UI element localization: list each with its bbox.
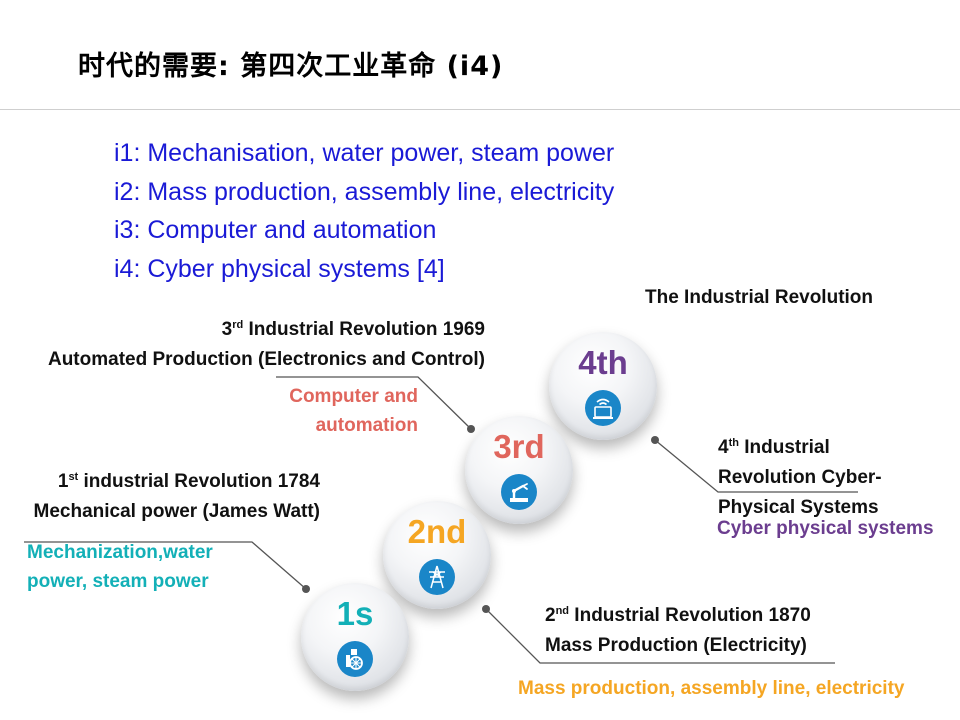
rev3-tag: Computer and automation — [289, 382, 418, 440]
rev1-tag-line1: Mechanization,water — [27, 542, 213, 563]
ball-1st-label: 1s — [336, 595, 374, 632]
ball-2nd: 2nd — [383, 501, 491, 609]
rev2-subheading: Mass Production (Electricity) — [545, 635, 807, 656]
rev3-tag-line2: automation — [315, 415, 418, 436]
bullet-item-i4: i4: Cyber physical systems [4] — [114, 254, 445, 283]
rev1-subheading: Mechanical power (James Watt) — [33, 501, 320, 522]
bullet-item-i2: i2: Mass production, assembly line, elec… — [114, 177, 615, 206]
connector-4th — [654, 439, 858, 493]
ball-4th-label: 4th — [578, 344, 628, 381]
rev4-heading: 4th Industrial — [718, 437, 830, 458]
rev2-tag: Mass production, assembly line, electric… — [518, 678, 905, 699]
rev2-label: 2nd Industrial Revolution 1870 Mass Prod… — [545, 601, 811, 661]
robot-arm-icon — [501, 474, 537, 510]
connector-3rd — [276, 376, 472, 430]
ball-3rd: 3rd — [465, 416, 573, 524]
rev1-tag: Mechanization,water power, steam power — [27, 538, 213, 596]
rev4-tag: Cyber physical systems — [717, 518, 934, 539]
rev1-tag-line2: power, steam power — [27, 571, 209, 592]
steam-engine-icon — [337, 641, 373, 677]
rev1-label: 1st industrial Revolution 1784 Mechanica… — [34, 467, 320, 527]
rev1-heading: 1st industrial Revolution 1784 — [57, 471, 320, 492]
bullet-item-i1: i1: Mechanisation, water power, steam po… — [114, 139, 615, 167]
connector-dot-2nd — [482, 605, 490, 613]
rev3-heading: 3rd Industrial Revolution 1969 — [221, 319, 485, 340]
connector-dot-4th — [651, 436, 659, 444]
connector-2nd — [485, 608, 835, 664]
wireless-computer-icon — [585, 390, 621, 426]
rev3-subheading: Automated Production (Electronics and Co… — [47, 349, 485, 370]
bullet-item-i3: i3: Computer and automation — [114, 216, 437, 244]
connector-dot-1st — [302, 585, 310, 593]
rev4-line2: Revolution Cyber- — [718, 467, 882, 488]
ball-3rd-label: 3rd — [493, 428, 545, 465]
rev2-heading: 2nd Industrial Revolution 1870 — [545, 605, 811, 626]
ball-4th: 4th — [549, 332, 657, 440]
rev4-label: 4th Industrial Revolution Cyber- Physica… — [718, 433, 882, 523]
connector-dot-3rd — [467, 425, 475, 433]
rev3-label: 3rd Industrial Revolution 1969 Automated… — [48, 315, 485, 375]
bullet-list: i1: Mechanisation, water power, steam po… — [114, 134, 614, 288]
power-tower-icon — [419, 559, 455, 595]
diagram-title: The Industrial Revolution — [645, 287, 874, 308]
rev4-line3: Physical Systems — [718, 497, 879, 518]
ball-2nd-label: 2nd — [407, 513, 467, 550]
rev3-tag-line1: Computer and — [289, 386, 418, 407]
title-divider — [0, 109, 960, 110]
connector-1st — [24, 541, 307, 590]
page-title: 时代的需要: 第四次工业革命 (i4) — [78, 51, 504, 82]
ball-1st: 1s — [301, 583, 409, 691]
